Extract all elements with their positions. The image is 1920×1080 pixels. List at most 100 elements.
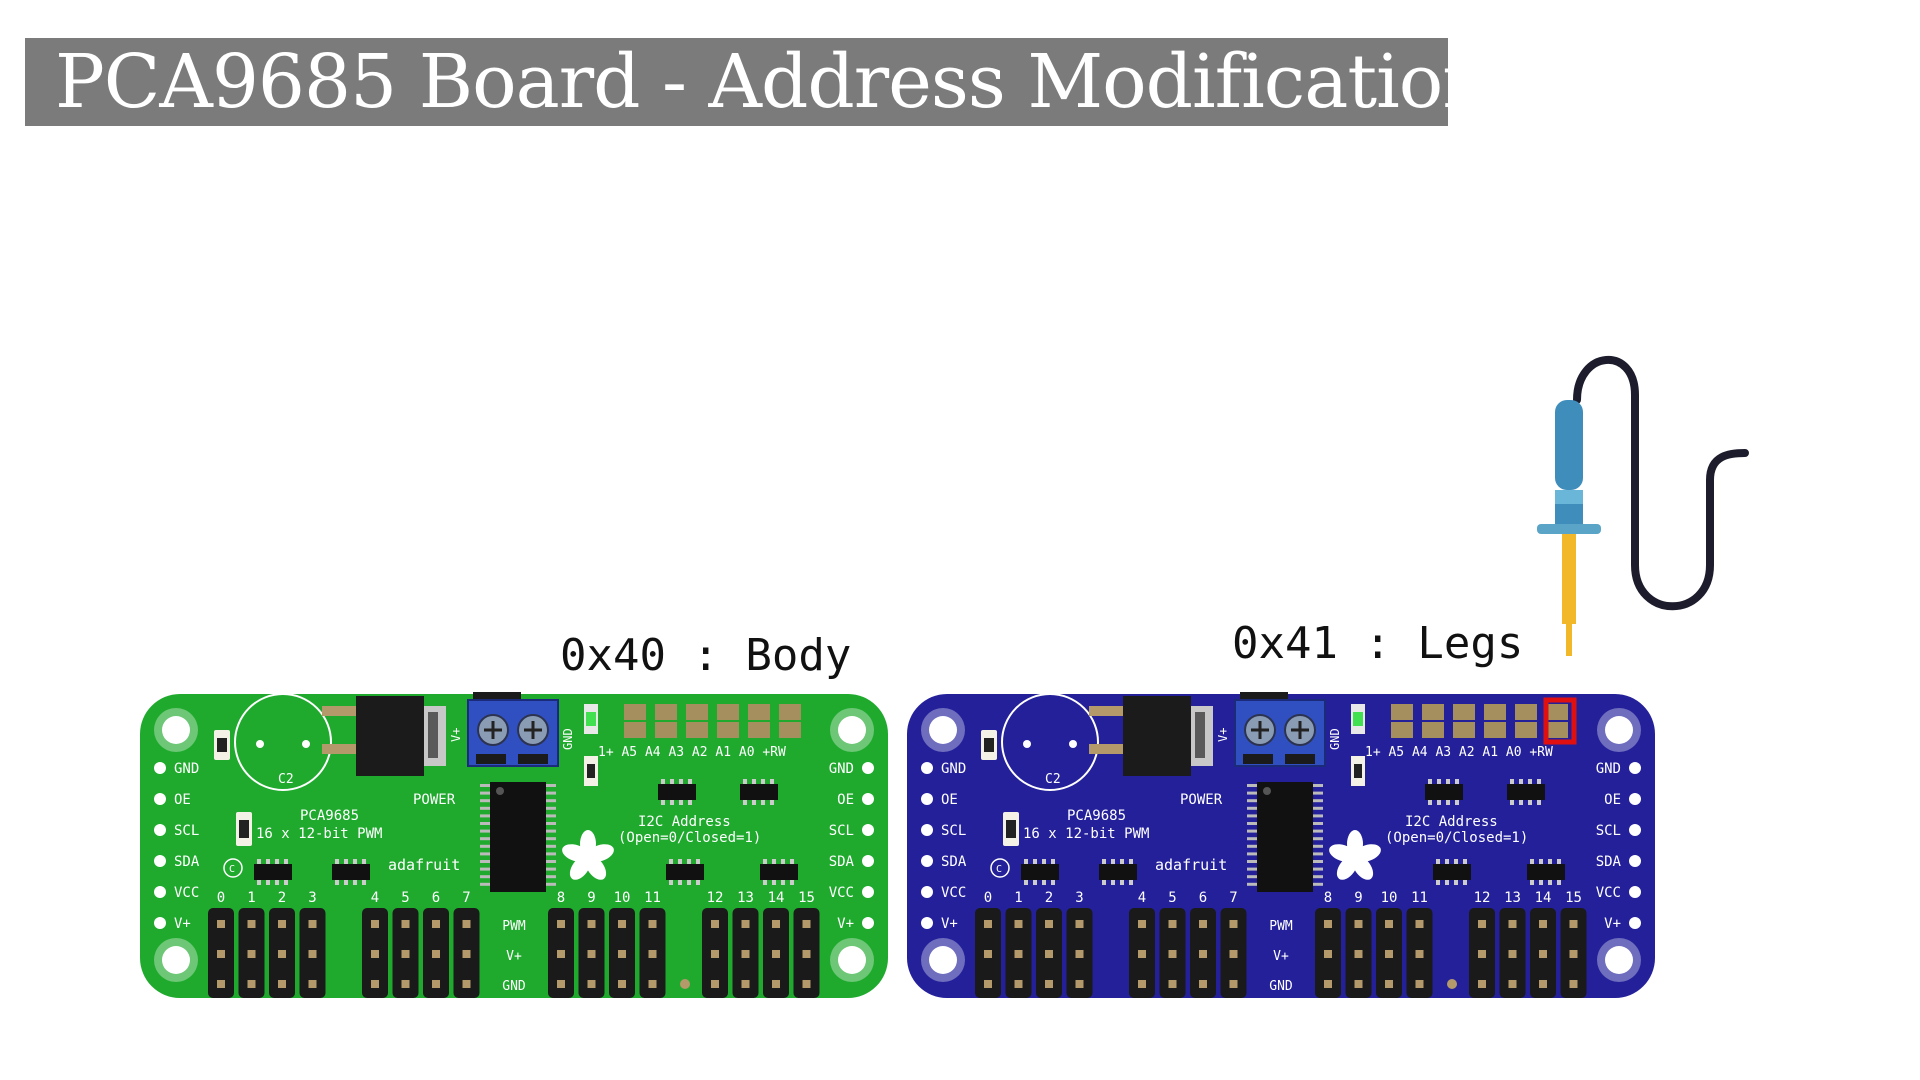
side-pin [862, 917, 874, 929]
channel-number: 5 [1168, 890, 1176, 906]
rn-pin [670, 779, 674, 784]
resistor-body [984, 738, 994, 752]
header-pin [648, 920, 657, 928]
header-pin [432, 980, 440, 988]
rn-pin [1446, 779, 1450, 784]
channel-number: 10 [614, 890, 631, 906]
header-pin [711, 920, 719, 928]
mounting-hole [838, 946, 866, 974]
rn-pin [1537, 779, 1541, 784]
chip-pin [480, 822, 490, 825]
terminal-pad [1285, 754, 1315, 764]
chip-pin [480, 844, 490, 848]
voltage-regulator [356, 696, 424, 776]
rn-pin [275, 880, 279, 885]
rn-pin [362, 880, 366, 885]
rn-pin [1111, 880, 1115, 885]
chip-pin [1313, 814, 1323, 818]
rn-pin [781, 880, 785, 885]
rn-pin [770, 800, 774, 805]
side-pin [154, 793, 166, 805]
chip-pin [1313, 844, 1323, 848]
side-pin [154, 855, 166, 867]
rn-pin [1455, 800, 1459, 805]
rn-pin [687, 880, 691, 885]
rn-pin [772, 859, 776, 864]
row-label: V+ [506, 949, 522, 964]
channel-number: 0 [984, 890, 992, 906]
capacitor-c2 [234, 693, 332, 791]
via-pad [1447, 979, 1457, 989]
channel-number: 11 [1411, 890, 1428, 906]
chip-dot [496, 787, 504, 795]
rn-pin [790, 859, 794, 864]
chip-pin [546, 784, 556, 787]
side-pin [154, 762, 166, 774]
vplus-label: V+ [449, 728, 463, 742]
cap-pad [302, 740, 310, 748]
right-pin-label: SCL [829, 823, 854, 839]
header-pin [1385, 950, 1393, 958]
chip-pin [546, 875, 556, 879]
side-pin [1629, 886, 1641, 898]
header-pin [802, 920, 811, 928]
channel-number: 12 [1474, 890, 1491, 906]
right-pin-label: V+ [1604, 916, 1621, 932]
pca9685-chip [490, 782, 546, 892]
mounting-hole [162, 946, 190, 974]
power-label: POWER [1180, 792, 1223, 808]
header-pin [618, 920, 626, 928]
resistor-body [239, 820, 249, 838]
chip-pin [480, 791, 490, 795]
header-pin [711, 980, 719, 988]
i2c-title: I2C Address [638, 814, 731, 830]
vplus-label: V+ [1216, 728, 1230, 742]
side-pin [862, 824, 874, 836]
header-pin [1014, 920, 1023, 928]
chip-pin [546, 799, 556, 803]
header-pin [278, 920, 286, 928]
header-pin [1415, 950, 1424, 958]
led-resistor-body [1354, 764, 1362, 778]
flower-petal [562, 844, 590, 862]
chip-pin [546, 814, 556, 818]
chip-pin [1247, 837, 1257, 841]
cap-pad [256, 740, 264, 748]
left-pin-label: VCC [174, 885, 199, 901]
reg-lead [1089, 744, 1127, 754]
left-pin-label: SCL [174, 823, 199, 839]
gnd-label: GND [1328, 728, 1342, 750]
rn-pin [1428, 779, 1432, 784]
header-pin [741, 920, 750, 928]
header-pin [1508, 980, 1517, 988]
rn-pin [1510, 800, 1514, 805]
rn-pin [678, 880, 682, 885]
rn-pin [790, 880, 794, 885]
side-pin [862, 886, 874, 898]
header-pin [648, 950, 657, 958]
c-circle [990, 858, 1010, 878]
chip-pin [546, 791, 556, 795]
side-pin [1629, 762, 1641, 774]
header-pin [1229, 950, 1238, 958]
chip-pin [1313, 852, 1323, 856]
rn-pin [1102, 859, 1106, 864]
header-pin [462, 980, 471, 988]
header-pin [462, 950, 471, 958]
channel-number: 5 [401, 890, 409, 906]
rn-pin [763, 880, 767, 885]
rn-pin [752, 800, 756, 805]
channel-number: 7 [462, 890, 470, 906]
channel-number: 13 [737, 890, 754, 906]
header-pin [1385, 920, 1393, 928]
chip-dot [1263, 787, 1271, 795]
resistor-network [740, 784, 778, 800]
rn-pin [761, 800, 765, 805]
header-pin [278, 950, 286, 958]
channel-number: 4 [371, 890, 379, 906]
chip-pin [1247, 844, 1257, 848]
header-pin [1075, 950, 1084, 958]
header-pin [1045, 980, 1053, 988]
header-pin [247, 920, 256, 928]
rn-pin [669, 880, 673, 885]
